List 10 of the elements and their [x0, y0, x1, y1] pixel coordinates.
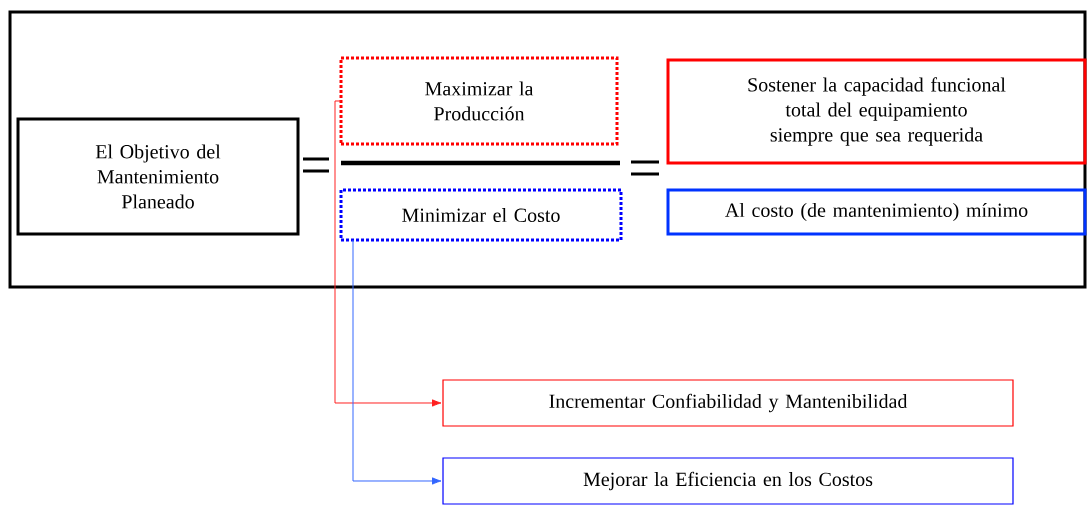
text-box: Maximizar la Producción — [339, 56, 619, 146]
arrow — [334, 100, 442, 407]
arrow — [352, 239, 442, 485]
text-box: Sostener la capacidad funcional total del equipamiento siempre que sea requerida — [666, 58, 1087, 165]
text-box: Mejorar la Eficiencia en los Costos — [442, 457, 1014, 505]
text-box: Al costo (de mantenimiento) mínimo — [666, 188, 1087, 236]
text-box: Incrementar Confiabilidad y Mantenibilidad — [442, 379, 1014, 427]
frame-box — [8, 10, 1087, 289]
objective-box: El Objetivo del Mantenimiento Planeado — [16, 117, 300, 236]
text-box: Minimizar el Costo — [339, 188, 623, 242]
